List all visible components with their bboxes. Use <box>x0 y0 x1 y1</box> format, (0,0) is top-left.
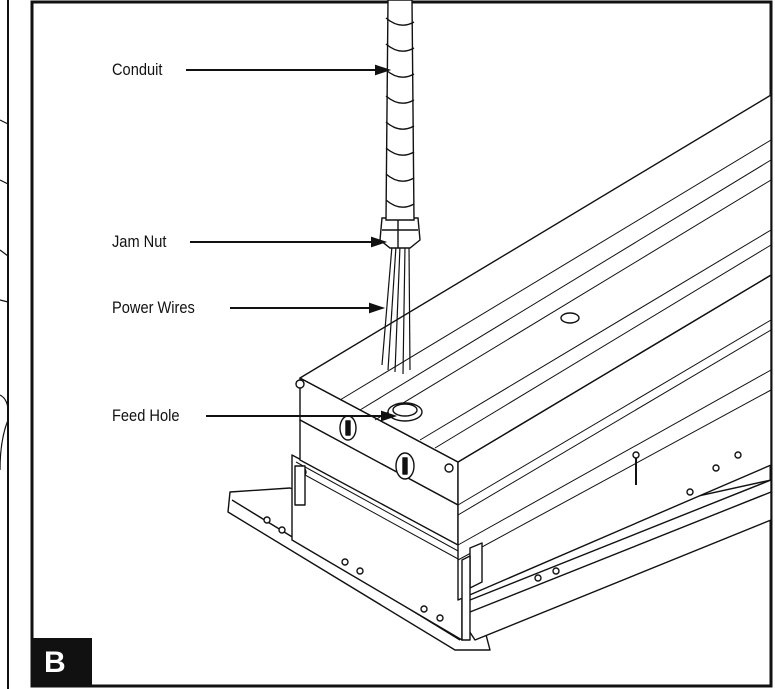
feed-hole-label: Feed Hole <box>112 406 180 425</box>
panel-letter-badge: B <box>32 638 92 686</box>
jam-nut-label: Jam Nut <box>112 232 167 251</box>
conduit <box>385 0 415 221</box>
panel-letter: B <box>44 646 66 679</box>
fixture-housing <box>227 94 772 651</box>
jam-nut <box>379 217 421 249</box>
adjacent-panel-fragment <box>0 0 9 689</box>
power-wires <box>381 245 411 375</box>
conduit-label: Conduit <box>112 60 163 79</box>
power-wires-label: Power Wires <box>112 298 195 317</box>
leader-lines <box>186 64 398 422</box>
